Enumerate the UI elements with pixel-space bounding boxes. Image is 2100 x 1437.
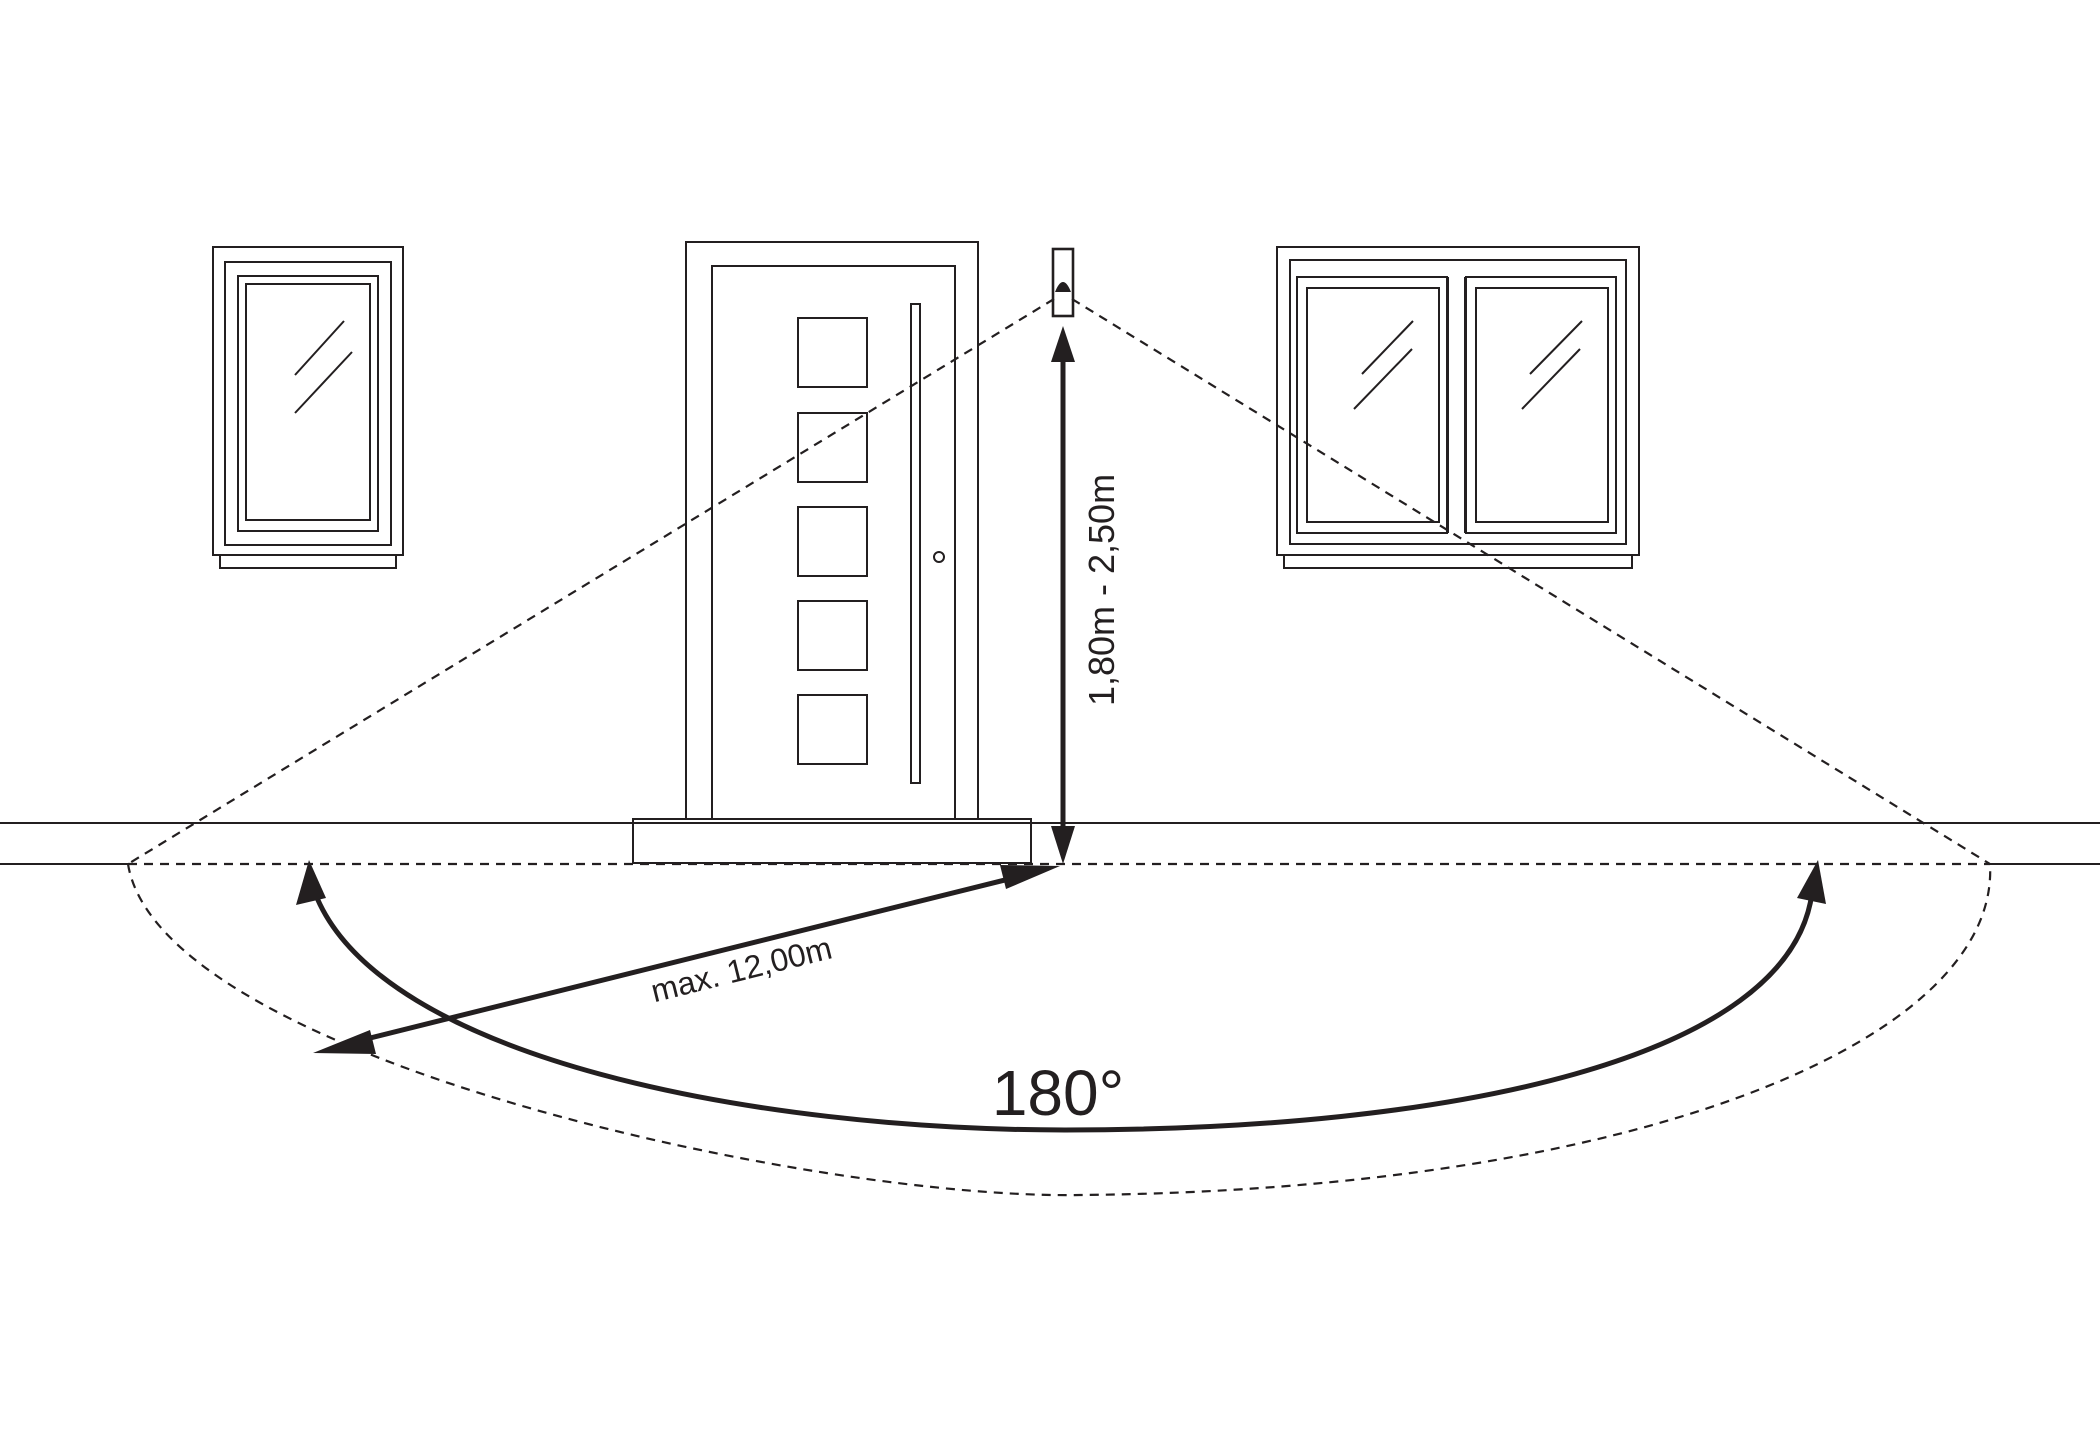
- right-window-outer-frame: [1276, 246, 1640, 556]
- door-handle-bar: [910, 303, 921, 784]
- left-window-sash: [237, 275, 379, 532]
- right-window-glare-4: [1521, 348, 1581, 410]
- left-window-frame: [224, 261, 392, 546]
- range-arrowhead-origin: [1000, 865, 1060, 889]
- door-step: [632, 818, 1032, 864]
- range-arrowhead-end: [313, 1030, 376, 1054]
- door-panel-4: [797, 600, 868, 671]
- motion-sensor: [1051, 247, 1075, 318]
- door-lock: [933, 551, 945, 563]
- angle-arrowhead-right: [1797, 860, 1826, 904]
- right-window-glare-3: [1529, 320, 1583, 375]
- door-frame: [685, 241, 979, 819]
- detection-cone-right: [1071, 298, 1991, 865]
- right-window-left-glass: [1306, 287, 1440, 523]
- left-window-sill: [219, 554, 397, 569]
- front-door: [632, 241, 1032, 864]
- detection-zone-boundary: [126, 863, 1992, 1197]
- left-window-glass: [245, 283, 371, 521]
- left-window-outer-frame: [212, 246, 404, 556]
- right-window: [1276, 246, 1640, 569]
- right-window-glare-1: [1361, 320, 1414, 375]
- angle-arc: 180°: [296, 860, 1826, 1133]
- door-leaf: [711, 265, 956, 819]
- height-arrowhead-bottom: [1051, 826, 1075, 864]
- door-panel-3: [797, 506, 868, 577]
- left-window-glare-2: [294, 351, 353, 414]
- right-window-sill: [1283, 554, 1633, 569]
- sensor-housing: [1051, 247, 1075, 318]
- left-window-glare-1: [294, 320, 345, 376]
- right-window-right-sash: [1465, 276, 1617, 534]
- height-label: 1,80m - 2,50m: [1081, 474, 1122, 706]
- door-panel-5: [797, 694, 868, 765]
- left-window: [212, 246, 404, 569]
- range-dimension-line: [349, 872, 1026, 1046]
- sensor-lens-icon: [1055, 282, 1071, 292]
- right-window-right-glass: [1475, 287, 1609, 523]
- range-dimension: max. 12,00m: [313, 865, 1060, 1054]
- height-arrowhead-top: [1051, 326, 1075, 362]
- ground: [0, 822, 2100, 865]
- range-label: max. 12,00m: [647, 929, 835, 1009]
- height-dimension: 1,80m - 2,50m: [1051, 326, 1122, 864]
- right-window-glare-2: [1353, 348, 1413, 410]
- right-window-frame: [1289, 259, 1627, 545]
- angle-label: 180°: [992, 1057, 1124, 1129]
- door-panel-1: [797, 317, 868, 388]
- angle-arc-line: [312, 892, 1815, 1133]
- detection-cone-left: [127, 298, 1055, 865]
- detection-zone: [126, 298, 1992, 1197]
- right-window-left-sash: [1296, 276, 1448, 534]
- angle-arrowhead-left: [296, 860, 326, 905]
- door-panel-2: [797, 412, 868, 483]
